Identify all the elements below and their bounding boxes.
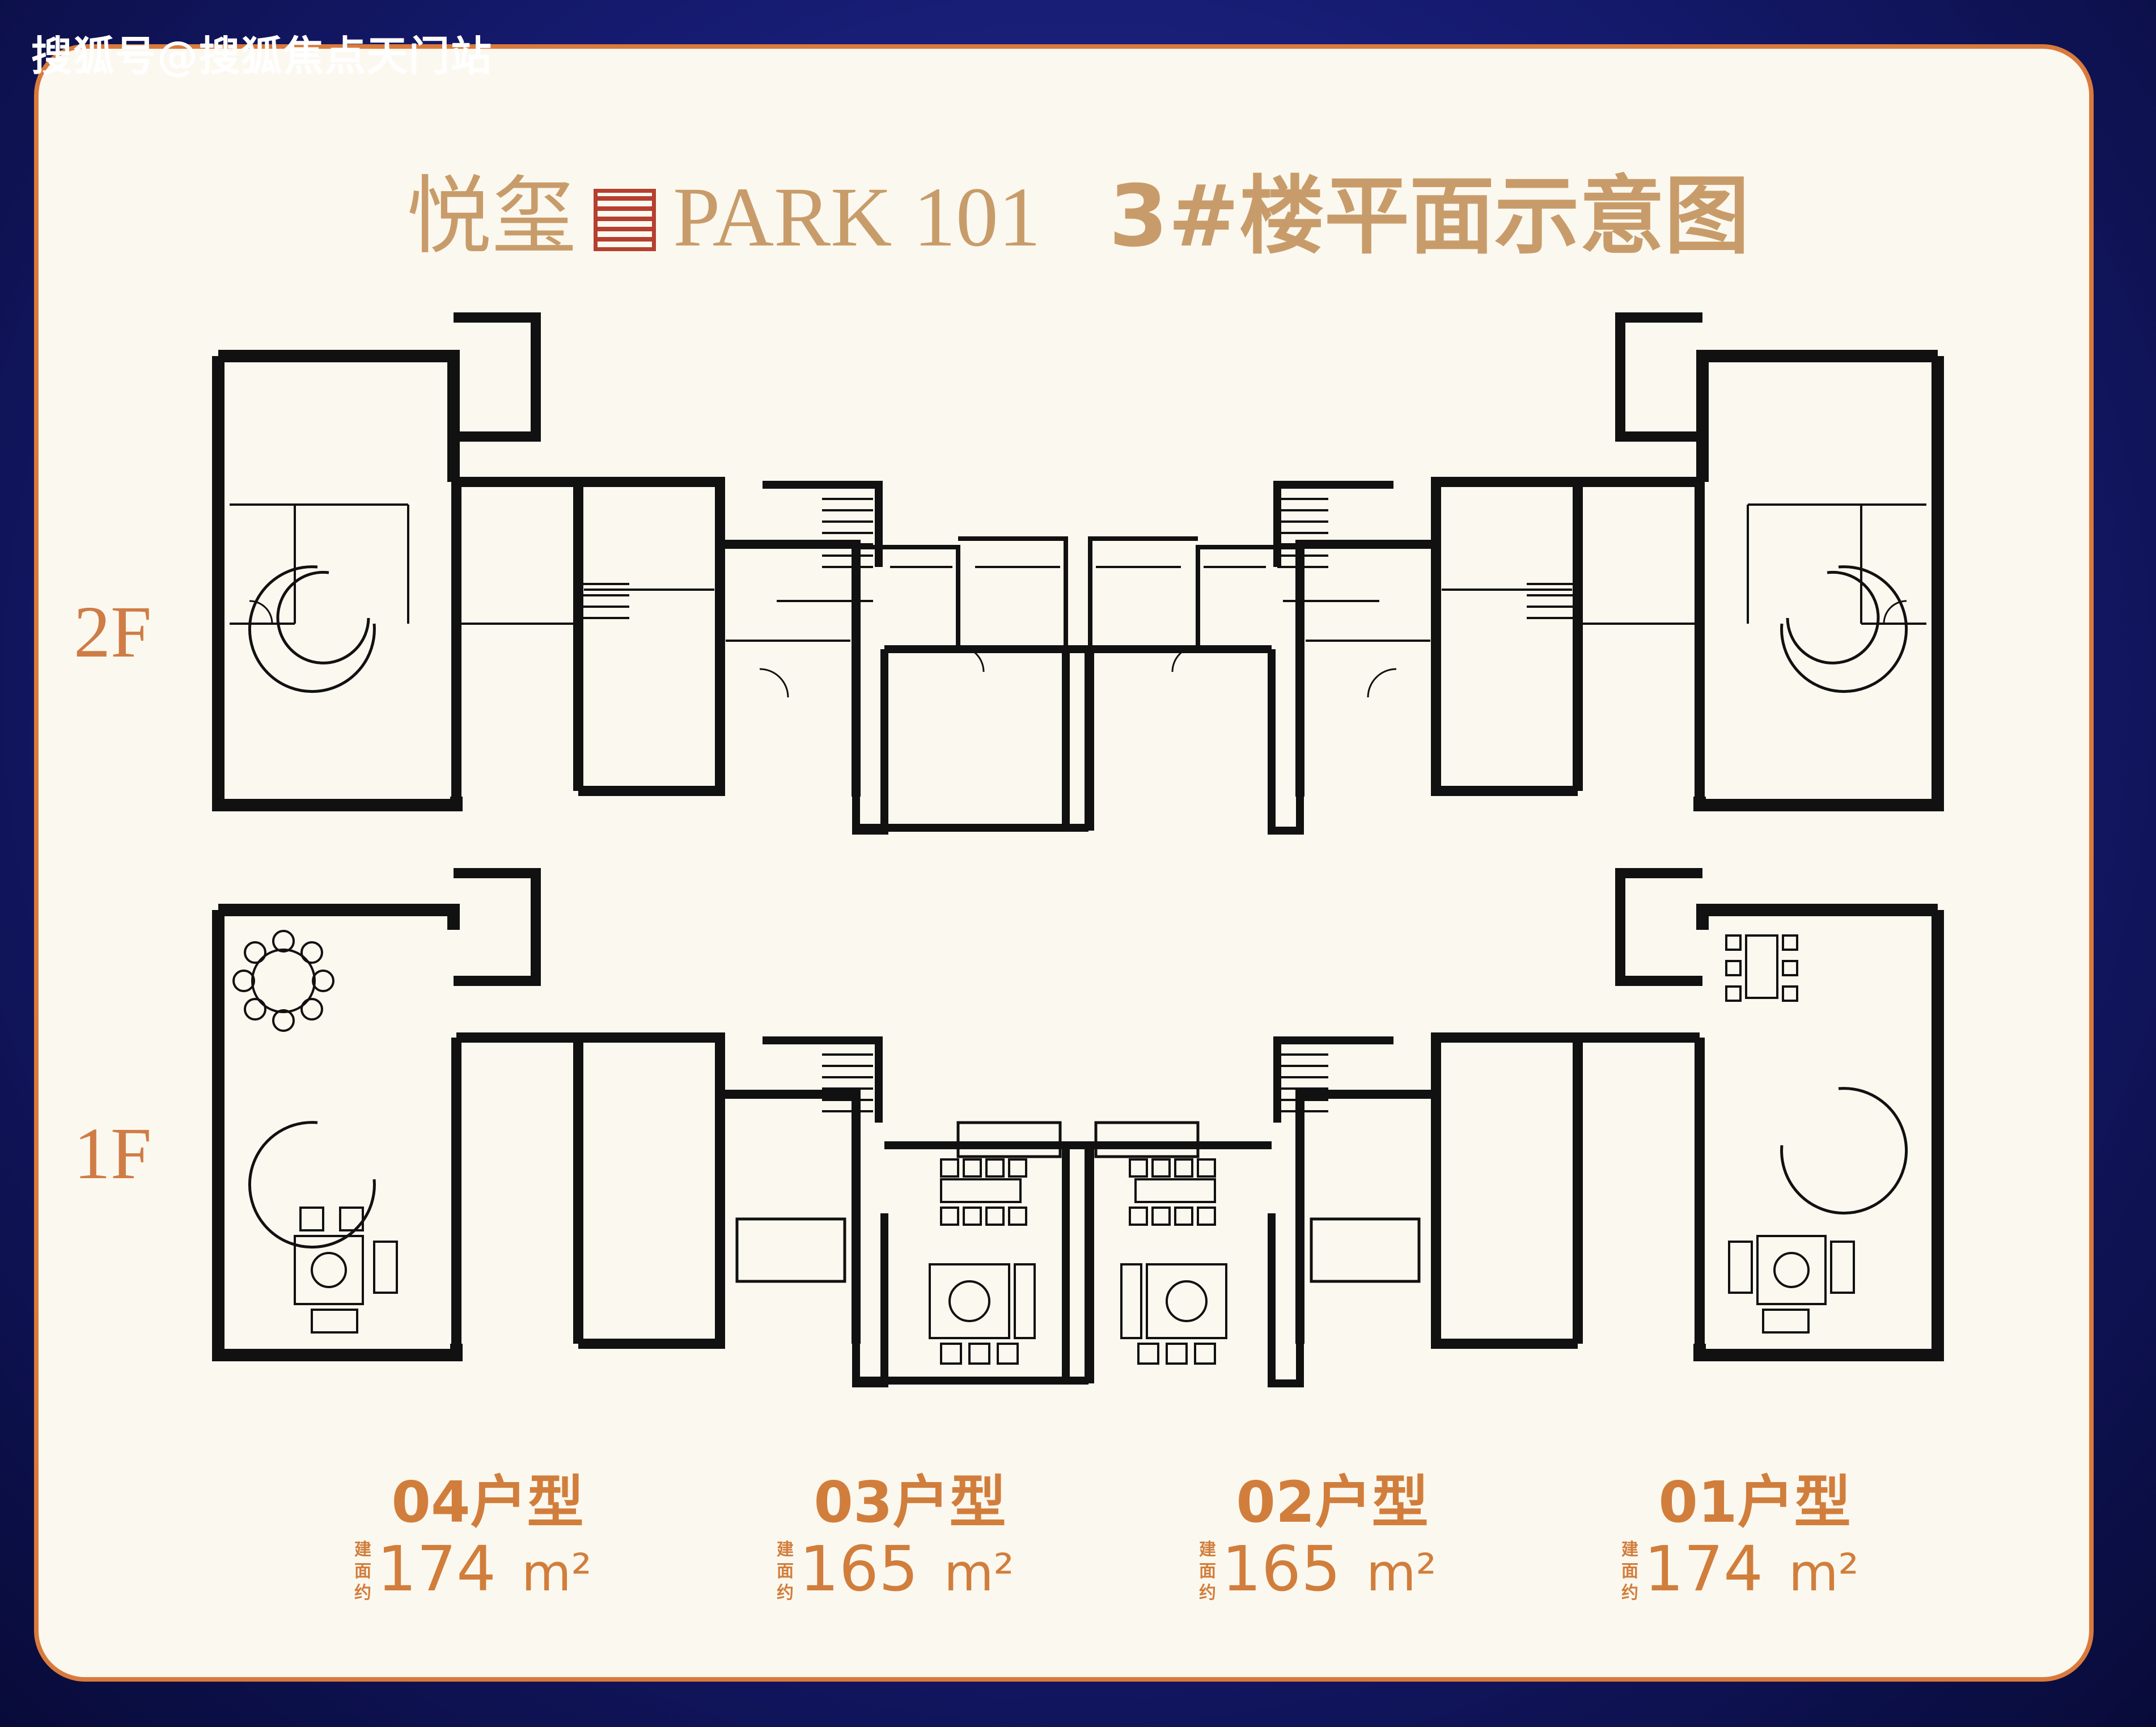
area-prefix: 建面约	[777, 1540, 794, 1603]
area-value: 174	[377, 1533, 496, 1605]
content-card	[34, 44, 2094, 1682]
title-name: PARK 101	[673, 170, 1041, 264]
title-subtitle: 3#楼平面示意图	[1108, 167, 1750, 266]
area-prefix: 建面约	[1199, 1540, 1216, 1603]
area-prefix: 建面约	[354, 1540, 371, 1603]
unit-type: 02户型	[1236, 1469, 1429, 1535]
floor-plan-2f	[212, 312, 1944, 835]
unit-area: 建面约 174 m²	[1607, 1535, 1902, 1607]
title-brand: 悦玺	[406, 170, 577, 264]
page-title: 悦玺 PARK 101 3#楼平面示意图	[0, 147, 2156, 270]
area-unit: m²	[944, 1543, 1014, 1603]
unit-label-02: 02户型 建面约 165 m²	[1185, 1471, 1480, 1607]
floor-plan-1f	[212, 868, 1944, 1387]
unit-type: 01户型	[1658, 1469, 1851, 1535]
unit-area: 建面约 165 m²	[763, 1535, 1057, 1607]
watermark: 搜狐号@搜狐焦点天门站	[31, 32, 493, 80]
floor-label-1f: 1F	[74, 1113, 152, 1195]
area-value: 174	[1644, 1533, 1763, 1605]
unit-label-01: 01户型 建面约 174 m²	[1607, 1471, 1902, 1607]
seal-icon	[594, 189, 656, 251]
area-value: 165	[1222, 1533, 1341, 1605]
unit-area: 建面约 174 m²	[340, 1535, 635, 1607]
area-unit: m²	[1366, 1543, 1437, 1603]
area-unit: m²	[1789, 1543, 1859, 1603]
area-prefix: 建面约	[1621, 1540, 1638, 1603]
unit-label-04: 04户型 建面约 174 m²	[340, 1471, 635, 1607]
unit-type: 03户型	[814, 1469, 1006, 1535]
area-unit: m²	[522, 1543, 592, 1603]
unit-label-03: 03户型 建面约 165 m²	[763, 1471, 1057, 1607]
floor-label-2f: 2F	[74, 591, 152, 673]
unit-area: 建面约 165 m²	[1185, 1535, 1480, 1607]
area-value: 165	[799, 1533, 918, 1605]
unit-type: 04户型	[391, 1469, 584, 1535]
